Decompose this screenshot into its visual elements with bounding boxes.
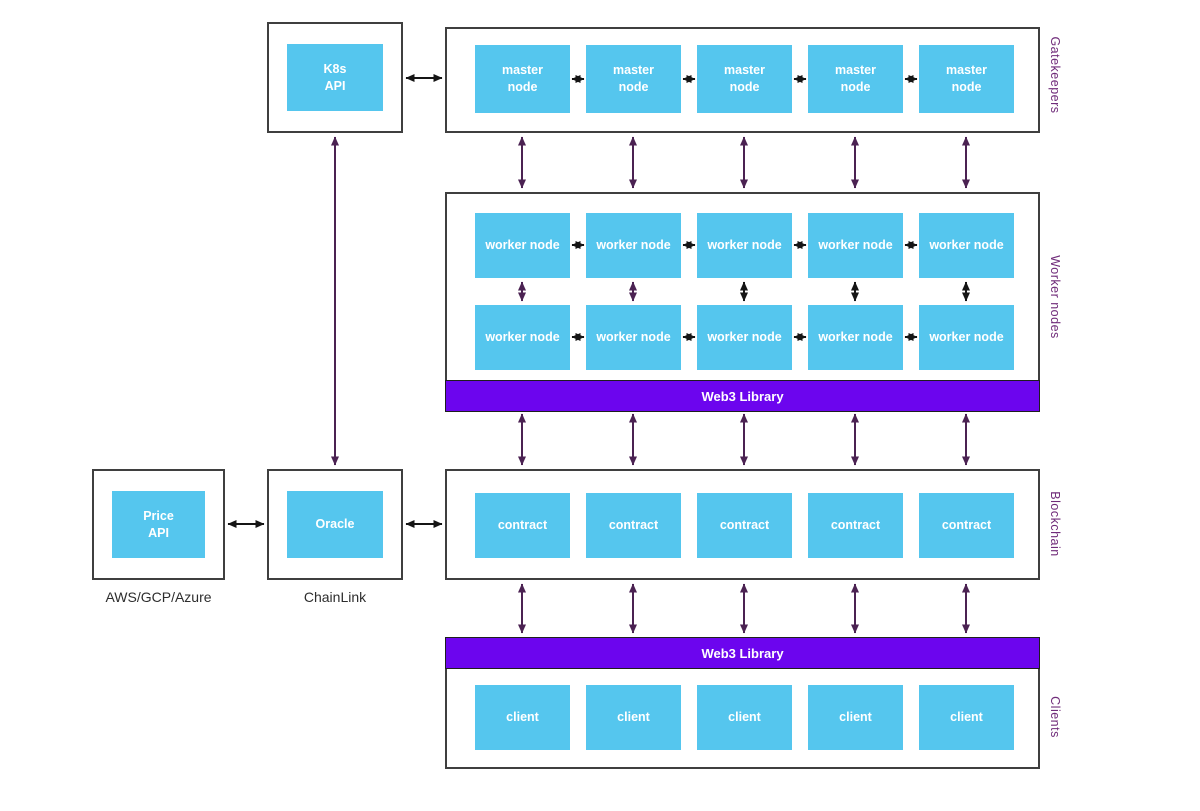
worker-nodes-side-label: Worker nodes bbox=[1048, 255, 1062, 339]
oracle-node: Oracle bbox=[287, 491, 383, 558]
worker-node: worker node bbox=[475, 305, 570, 370]
contract-node: contract bbox=[586, 493, 681, 558]
web3-library-bar: Web3 Library bbox=[445, 380, 1040, 412]
worker-node: worker node bbox=[919, 305, 1014, 370]
worker-node: worker node bbox=[475, 213, 570, 278]
master-node: master node bbox=[475, 45, 570, 113]
client-node: client bbox=[808, 685, 903, 750]
oracle-caption: ChainLink bbox=[303, 589, 367, 605]
client-node: client bbox=[919, 685, 1014, 750]
worker-node: worker node bbox=[697, 305, 792, 370]
master-node: master node bbox=[919, 45, 1014, 113]
price-api-node: Price API bbox=[112, 491, 205, 558]
contract-node: contract bbox=[697, 493, 792, 558]
contract-node: contract bbox=[808, 493, 903, 558]
worker-node: worker node bbox=[586, 305, 681, 370]
client-node: client bbox=[697, 685, 792, 750]
worker-node: worker node bbox=[586, 213, 681, 278]
web3-library-bar: Web3 Library bbox=[445, 637, 1040, 669]
contract-node: contract bbox=[919, 493, 1014, 558]
client-node: client bbox=[586, 685, 681, 750]
master-node: master node bbox=[808, 45, 903, 113]
contract-node: contract bbox=[475, 493, 570, 558]
worker-node: worker node bbox=[808, 305, 903, 370]
blockchain-side-label: Blockchain bbox=[1048, 491, 1062, 557]
worker-node: worker node bbox=[919, 213, 1014, 278]
gatekeepers-side-label: Gatekeepers bbox=[1048, 36, 1062, 114]
master-node: master node bbox=[697, 45, 792, 113]
master-node: master node bbox=[586, 45, 681, 113]
worker-node: worker node bbox=[697, 213, 792, 278]
client-node: client bbox=[475, 685, 570, 750]
k8s-api-node: K8s API bbox=[287, 44, 383, 111]
clients-side-label: Clients bbox=[1048, 696, 1062, 738]
price-api-caption: AWS/GCP/Azure bbox=[105, 589, 212, 605]
worker-node: worker node bbox=[808, 213, 903, 278]
